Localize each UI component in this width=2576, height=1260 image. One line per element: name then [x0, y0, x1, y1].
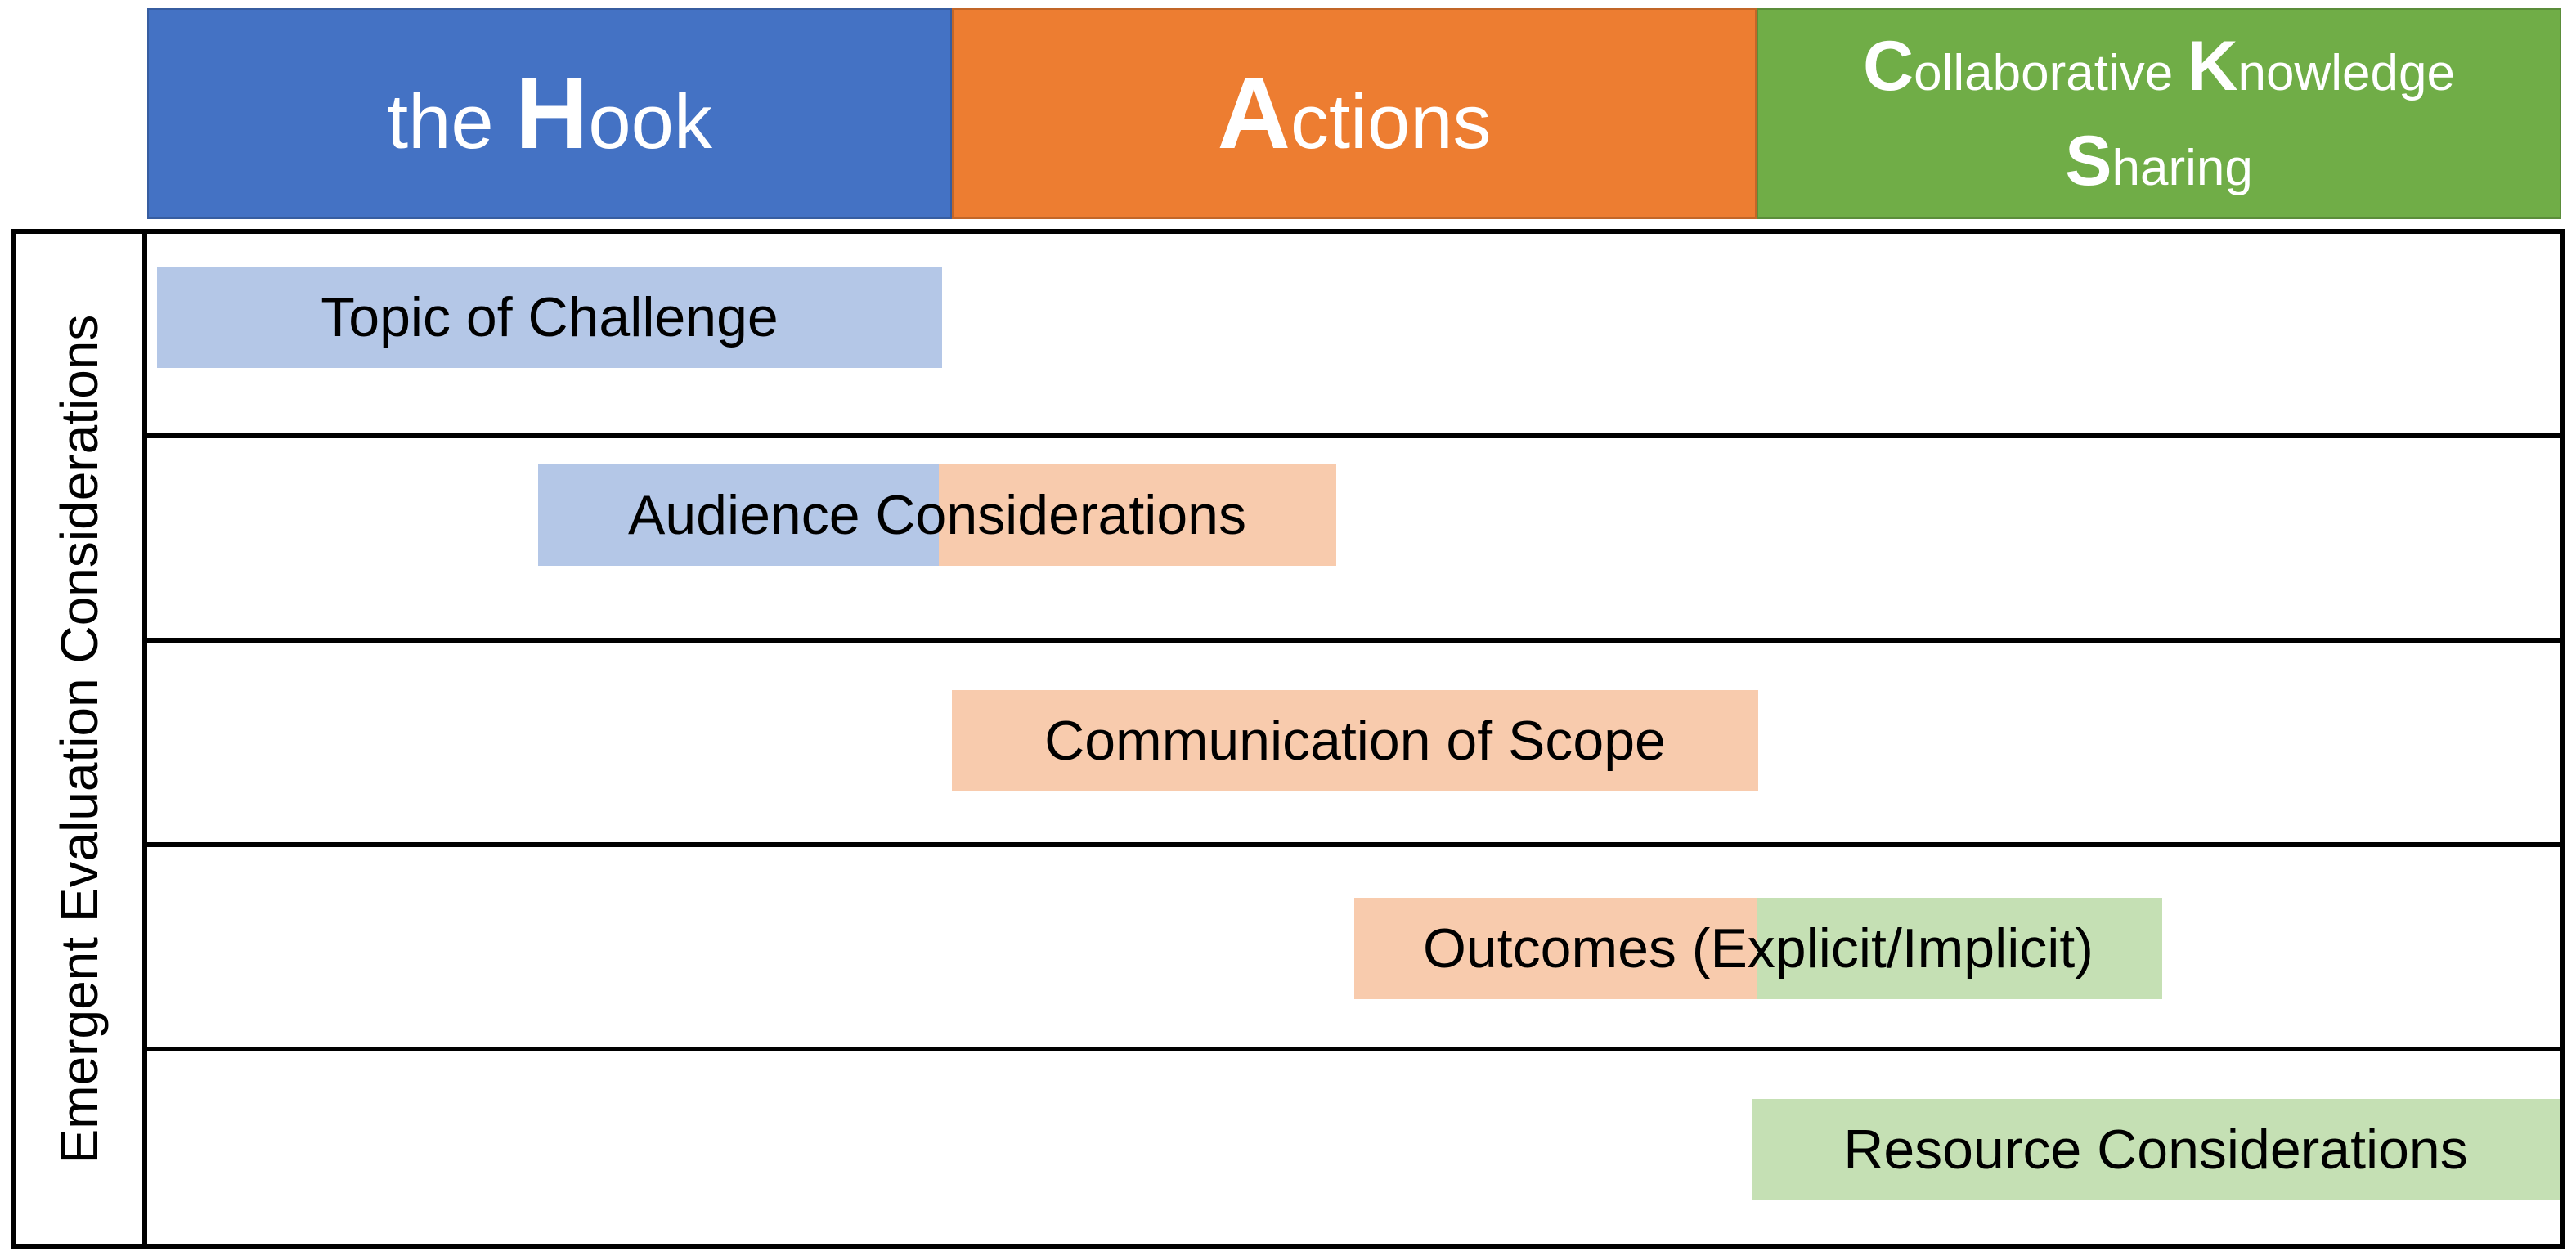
audience-considerations-bar: Audience Considerations [538, 464, 1336, 566]
outcomes-label: Outcomes (Explicit/Implicit) [1423, 917, 2094, 980]
side-label: Emergent Evaluation Considerations [50, 314, 109, 1164]
header-actions-title: Actions [1217, 57, 1492, 170]
resource-considerations-label: Resource Considerations [1843, 1119, 2468, 1181]
header-actions: Actions [952, 8, 1757, 219]
outcomes-bar: Outcomes (Explicit/Implicit) [1354, 898, 2162, 999]
row-4 [142, 842, 2565, 1051]
row-2 [142, 433, 2565, 643]
audience-considerations-label: Audience Considerations [627, 484, 1247, 546]
header-hook: the Hook [147, 8, 952, 219]
resource-considerations-bar: Resource Considerations [1752, 1099, 2560, 1200]
topic-of-challenge-bar: Topic of Challenge [157, 267, 942, 368]
communication-of-scope-bar: Communication of Scope [952, 690, 1758, 791]
topic-of-challenge-label: Topic of Challenge [321, 286, 779, 348]
communication-of-scope-label: Communication of Scope [1044, 710, 1666, 772]
header-hook-title: the Hook [387, 57, 712, 170]
